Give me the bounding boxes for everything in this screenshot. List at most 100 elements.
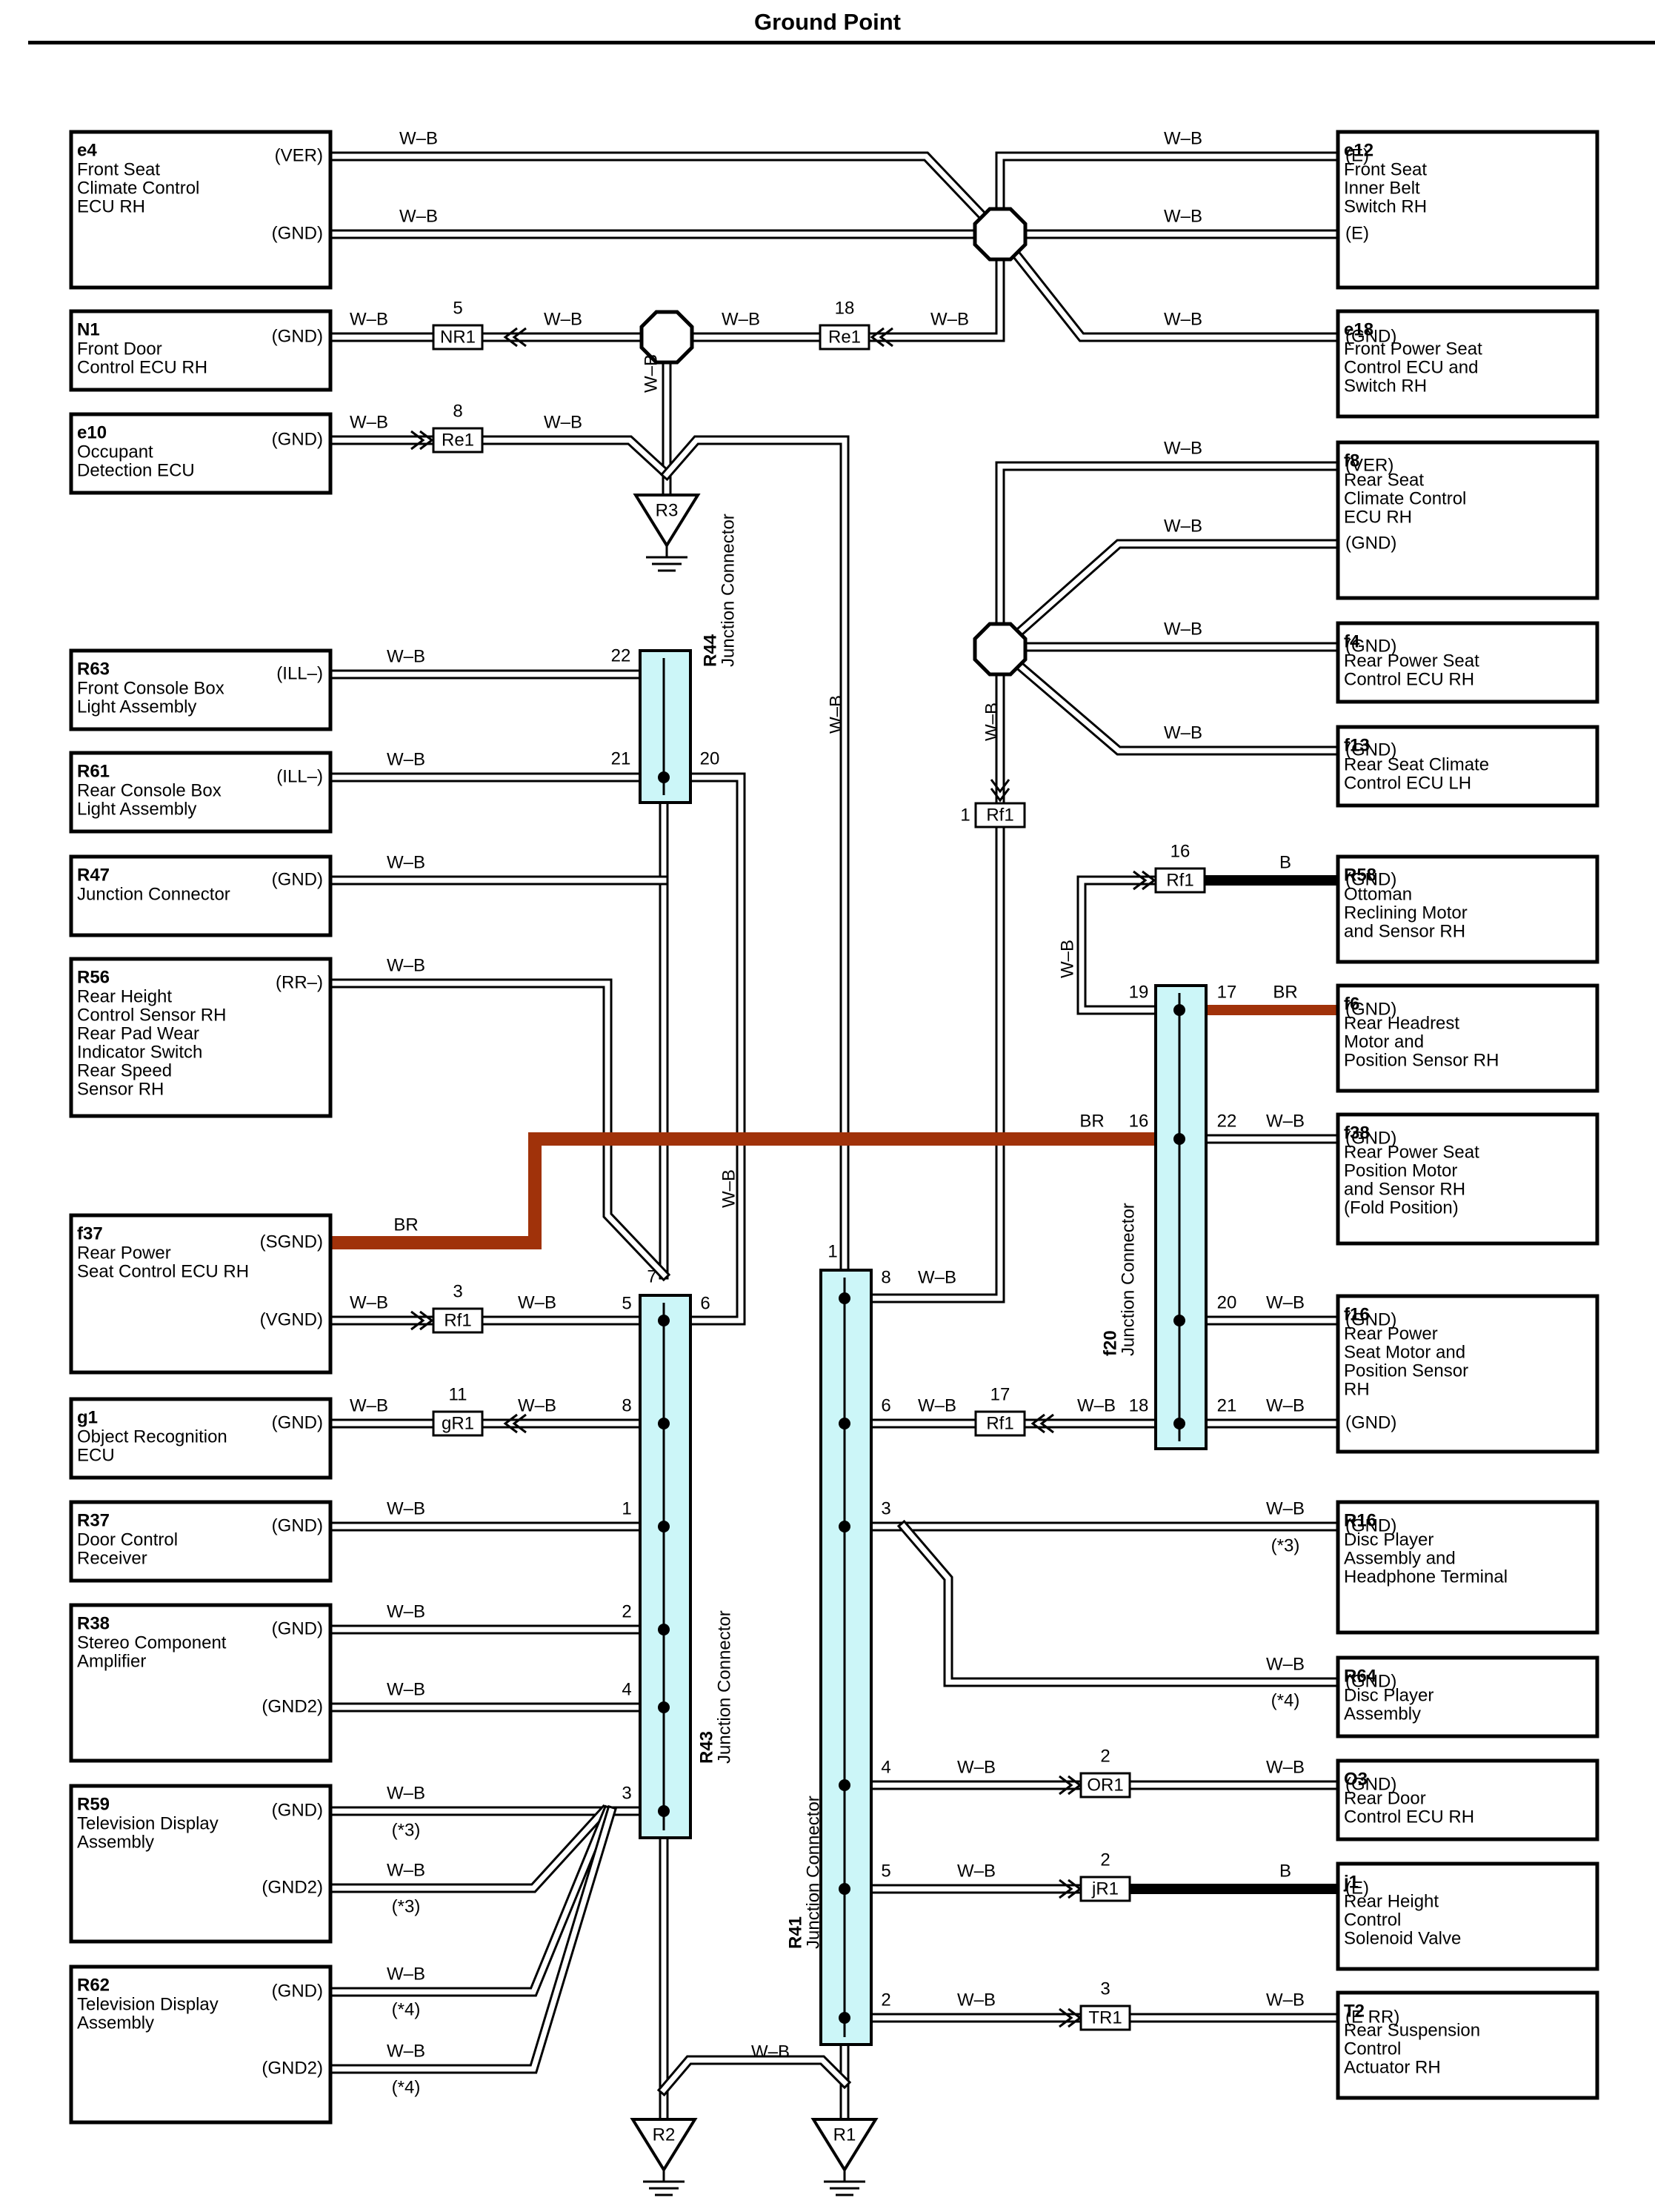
box-r62-text: Assembly — [77, 2013, 154, 2033]
wire-color-wb: W–B — [387, 1601, 425, 1621]
jc-pin-number: 7 — [647, 1266, 656, 1286]
box-r61 — [69, 751, 333, 834]
conn-or1-pin: 2 — [1100, 1746, 1110, 1766]
box-e12 — [1336, 130, 1599, 290]
wire-color-wb: W–B — [1266, 1654, 1305, 1674]
arrow-gr1 — [512, 1413, 527, 1434]
pin-g1: (GND) — [272, 1412, 323, 1432]
conn-rf1-17-code: Rf1 — [986, 1413, 1013, 1433]
conn-jr1-pin: 2 — [1100, 1850, 1110, 1870]
box-g1-text: Object Recognition — [77, 1426, 227, 1447]
wire-e4-ver-core — [327, 153, 1004, 238]
wire-color-wb: W–B — [387, 955, 425, 975]
wire-r62-gnd-core — [327, 1807, 611, 1995]
box-r64-text: Assembly — [1344, 1704, 1421, 1724]
pin-o3: (GND) — [1345, 1774, 1396, 1794]
pin-n1: (GND) — [272, 326, 323, 346]
wire-color-wb: W–B — [722, 309, 760, 329]
wire-r44-r43 — [659, 772, 746, 1326]
box-e18-text: Switch RH — [1344, 376, 1427, 396]
box-f16-text: Seat Motor and — [1344, 1342, 1465, 1362]
pin-e10: (GND) — [272, 429, 323, 449]
ground-r3-label: R3 — [656, 500, 679, 520]
wire-color-br: BR — [393, 1215, 418, 1235]
box-f8-text: Climate Control — [1344, 488, 1466, 508]
box-g1-text: ECU — [77, 1445, 115, 1465]
junction-connectors — [639, 649, 1208, 2046]
box-r37-text: Receiver — [77, 1548, 147, 1568]
box-f6-text: Rear Headrest — [1344, 1013, 1459, 1033]
jc-pin-number: 4 — [881, 1757, 890, 1777]
splice-top-right — [973, 207, 1028, 262]
jc-pin-number: 3 — [622, 1783, 631, 1803]
box-e4-code: e4 — [77, 140, 97, 160]
jc-pin-number: 22 — [1217, 1111, 1237, 1131]
note-label: (*3) — [392, 1896, 421, 1916]
box-r59-text: Television Display — [77, 1813, 219, 1833]
box-f4-text: Rear Power Seat — [1344, 651, 1479, 671]
arrow-nr1 — [512, 327, 527, 348]
box-n1-text: Control ECU RH — [77, 357, 207, 377]
box-f8-text: ECU RH — [1344, 507, 1412, 527]
pin-f16-2: (GND) — [1345, 1412, 1396, 1432]
box-r62 — [69, 1964, 333, 2125]
box-o3-text: Control ECU RH — [1344, 1807, 1474, 1827]
box-f38-text: and Sensor RH — [1344, 1179, 1465, 1199]
pin-f37-sgnd: (SGND) — [260, 1232, 323, 1252]
jc-r43 — [639, 1294, 692, 1839]
box-r37-code: R37 — [77, 1510, 110, 1530]
wire-color-wb: W–B — [387, 1783, 425, 1803]
wire-color-wb: W–B — [387, 1860, 425, 1880]
box-r63 — [69, 648, 333, 731]
jc-pin-number: 5 — [622, 1293, 631, 1313]
box-t2-code: T2 — [1344, 2001, 1365, 2021]
jc-pin-number: 22 — [611, 645, 631, 665]
box-f37-text: Rear Power — [77, 1243, 171, 1263]
box-r56-text: Rear Pad Wear — [77, 1023, 199, 1043]
pin-r56: (RR–) — [276, 972, 323, 992]
jc-f20-name: Junction Connector — [1118, 1203, 1138, 1356]
box-g1-code: g1 — [77, 1407, 98, 1427]
wire-color-wb: W–B — [957, 1861, 996, 1881]
pin-f37-vgnd: (VGND) — [260, 1309, 323, 1329]
box-f6-text: Motor and — [1344, 1032, 1424, 1052]
pin-r16: (GND) — [1345, 1515, 1396, 1535]
box-r56-text: Sensor RH — [77, 1079, 164, 1099]
conn-rf1-1 — [974, 802, 1026, 828]
ground-r1 — [810, 2118, 879, 2173]
pin-r59-gnd2: (GND2) — [262, 1877, 323, 1897]
pin-j1: (E) — [1345, 1878, 1369, 1898]
arrow-rf1-1 — [990, 779, 1010, 794]
conn-rf1-3-code: Rf1 — [444, 1310, 471, 1330]
conn-re1-8-pin: 8 — [453, 401, 462, 421]
pin-f8-ver: (VER) — [1345, 455, 1393, 475]
jc-pin-number: 20 — [1217, 1292, 1237, 1312]
box-r63-text: Light Assembly — [77, 697, 196, 717]
arrow-rf1-1 — [990, 788, 1010, 803]
jc-pin-number: 4 — [622, 1679, 631, 1699]
box-j1-text: Rear Height — [1344, 1891, 1439, 1911]
wire-r59-gnd2 — [325, 1804, 611, 1893]
wire-color-wb: W–B — [387, 646, 425, 666]
wire-e10-core — [327, 437, 670, 498]
box-r47-text: Junction Connector — [77, 884, 230, 904]
wire-f8-ver-core — [997, 463, 1341, 803]
jc-pin-number: 21 — [1217, 1395, 1237, 1415]
box-e18 — [1336, 309, 1599, 419]
wire-color-b: B — [1279, 1861, 1291, 1881]
box-e10-text: Detection ECU — [77, 460, 195, 480]
wire-color-br: BR — [1079, 1111, 1104, 1131]
box-r62-code: R62 — [77, 1975, 110, 1995]
conn-tr1-pin: 3 — [1100, 1979, 1110, 1999]
pin-r61: (ILL–) — [276, 766, 323, 786]
box-r63-code: R63 — [77, 659, 110, 679]
box-f38-code: f38 — [1344, 1123, 1370, 1143]
jc-r41-name: Junction Connector — [803, 1796, 823, 1949]
box-f38-text: Rear Power Seat — [1344, 1142, 1479, 1162]
pin-f16-1: (GND) — [1345, 1309, 1396, 1329]
pin-r64: (GND) — [1345, 1671, 1396, 1691]
box-o3 — [1336, 1758, 1599, 1841]
wire-br-f37 — [330, 1132, 1178, 1249]
box-f8 — [1336, 440, 1599, 600]
